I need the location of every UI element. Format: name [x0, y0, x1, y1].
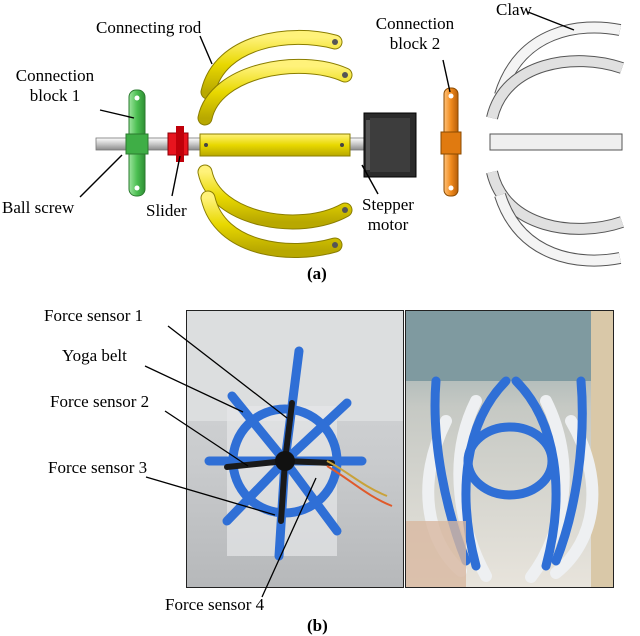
label-connection-block-2-line2: block 2 [389, 34, 441, 53]
caption-a: (a) [307, 264, 327, 283]
connection-block-2 [440, 87, 462, 197]
label-connection-block-2-line1: Connection [375, 14, 455, 33]
stepper-motor [363, 112, 417, 178]
label-claw: Claw [496, 0, 532, 19]
label-force-sensor-1: Force sensor 1 [44, 306, 144, 325]
label-stepper-motor-line2: motor [367, 215, 409, 234]
gripper-view-illustration [406, 311, 613, 587]
connecting-rod-top [197, 30, 353, 126]
label-yoga-belt: Yoga belt [62, 346, 127, 365]
label-connection-block-1-line2: block 1 [29, 86, 81, 105]
label-stepper-motor: Stepper motor [348, 195, 428, 235]
label-slider: Slider [146, 201, 187, 220]
label-force-sensor-4: Force sensor 4 [165, 595, 265, 614]
label-connection-block-2: Connection block 2 [360, 14, 470, 54]
connection-block-1 [125, 89, 149, 197]
connecting-rod-center [199, 133, 351, 157]
label-connecting-rod: Connecting rod [96, 18, 202, 37]
connecting-rod-bottom [197, 164, 353, 258]
slider-part [167, 126, 189, 162]
label-ball-screw: Ball screw [2, 198, 75, 217]
label-force-sensor-3: Force sensor 3 [48, 458, 148, 477]
photo-gripper-view [405, 310, 614, 588]
label-force-sensor-2: Force sensor 2 [50, 392, 150, 411]
label-stepper-motor-line1: Stepper [362, 195, 414, 214]
leader-lines-a [79, 11, 575, 198]
label-connection-block-1-line1: Connection [15, 66, 95, 85]
label-connection-block-1: Connection block 1 [0, 66, 110, 106]
caption-b: (b) [307, 616, 328, 635]
claw [486, 21, 624, 267]
